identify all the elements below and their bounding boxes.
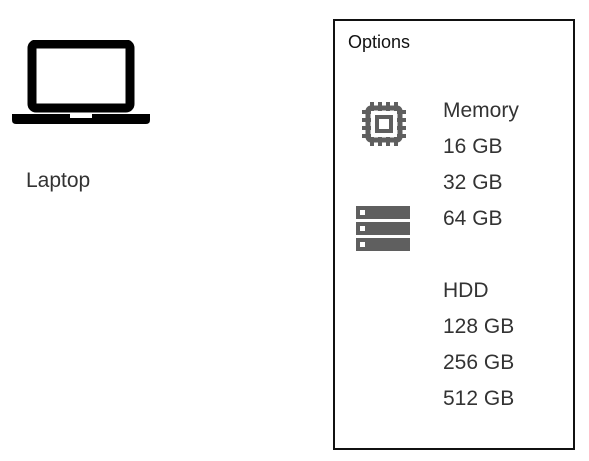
- hdd-option-256gb[interactable]: 256 GB: [443, 351, 515, 374]
- memory-options: Memory 16 GB 32 GB 64 GB: [443, 93, 519, 237]
- memory-heading: Memory: [443, 99, 519, 122]
- hdd-option-512gb[interactable]: 512 GB: [443, 387, 515, 410]
- options-panel: Options Memory 16 GB 32 GB 64 GB HDD 128…: [333, 19, 575, 450]
- hdd-heading: HDD: [443, 279, 489, 302]
- device-label: Laptop: [26, 169, 91, 192]
- server-storage-icon: [356, 206, 410, 251]
- memory-option-64gb[interactable]: 64 GB: [443, 207, 503, 230]
- hdd-options: HDD 128 GB 256 GB 512 GB: [443, 273, 514, 417]
- memory-option-32gb[interactable]: 32 GB: [443, 171, 503, 194]
- laptop-icon: [12, 40, 150, 124]
- hdd-option-128gb[interactable]: 128 GB: [443, 315, 515, 338]
- cpu-chip-icon: [362, 102, 406, 146]
- memory-option-16gb[interactable]: 16 GB: [443, 135, 503, 158]
- options-title: Options: [348, 32, 411, 52]
